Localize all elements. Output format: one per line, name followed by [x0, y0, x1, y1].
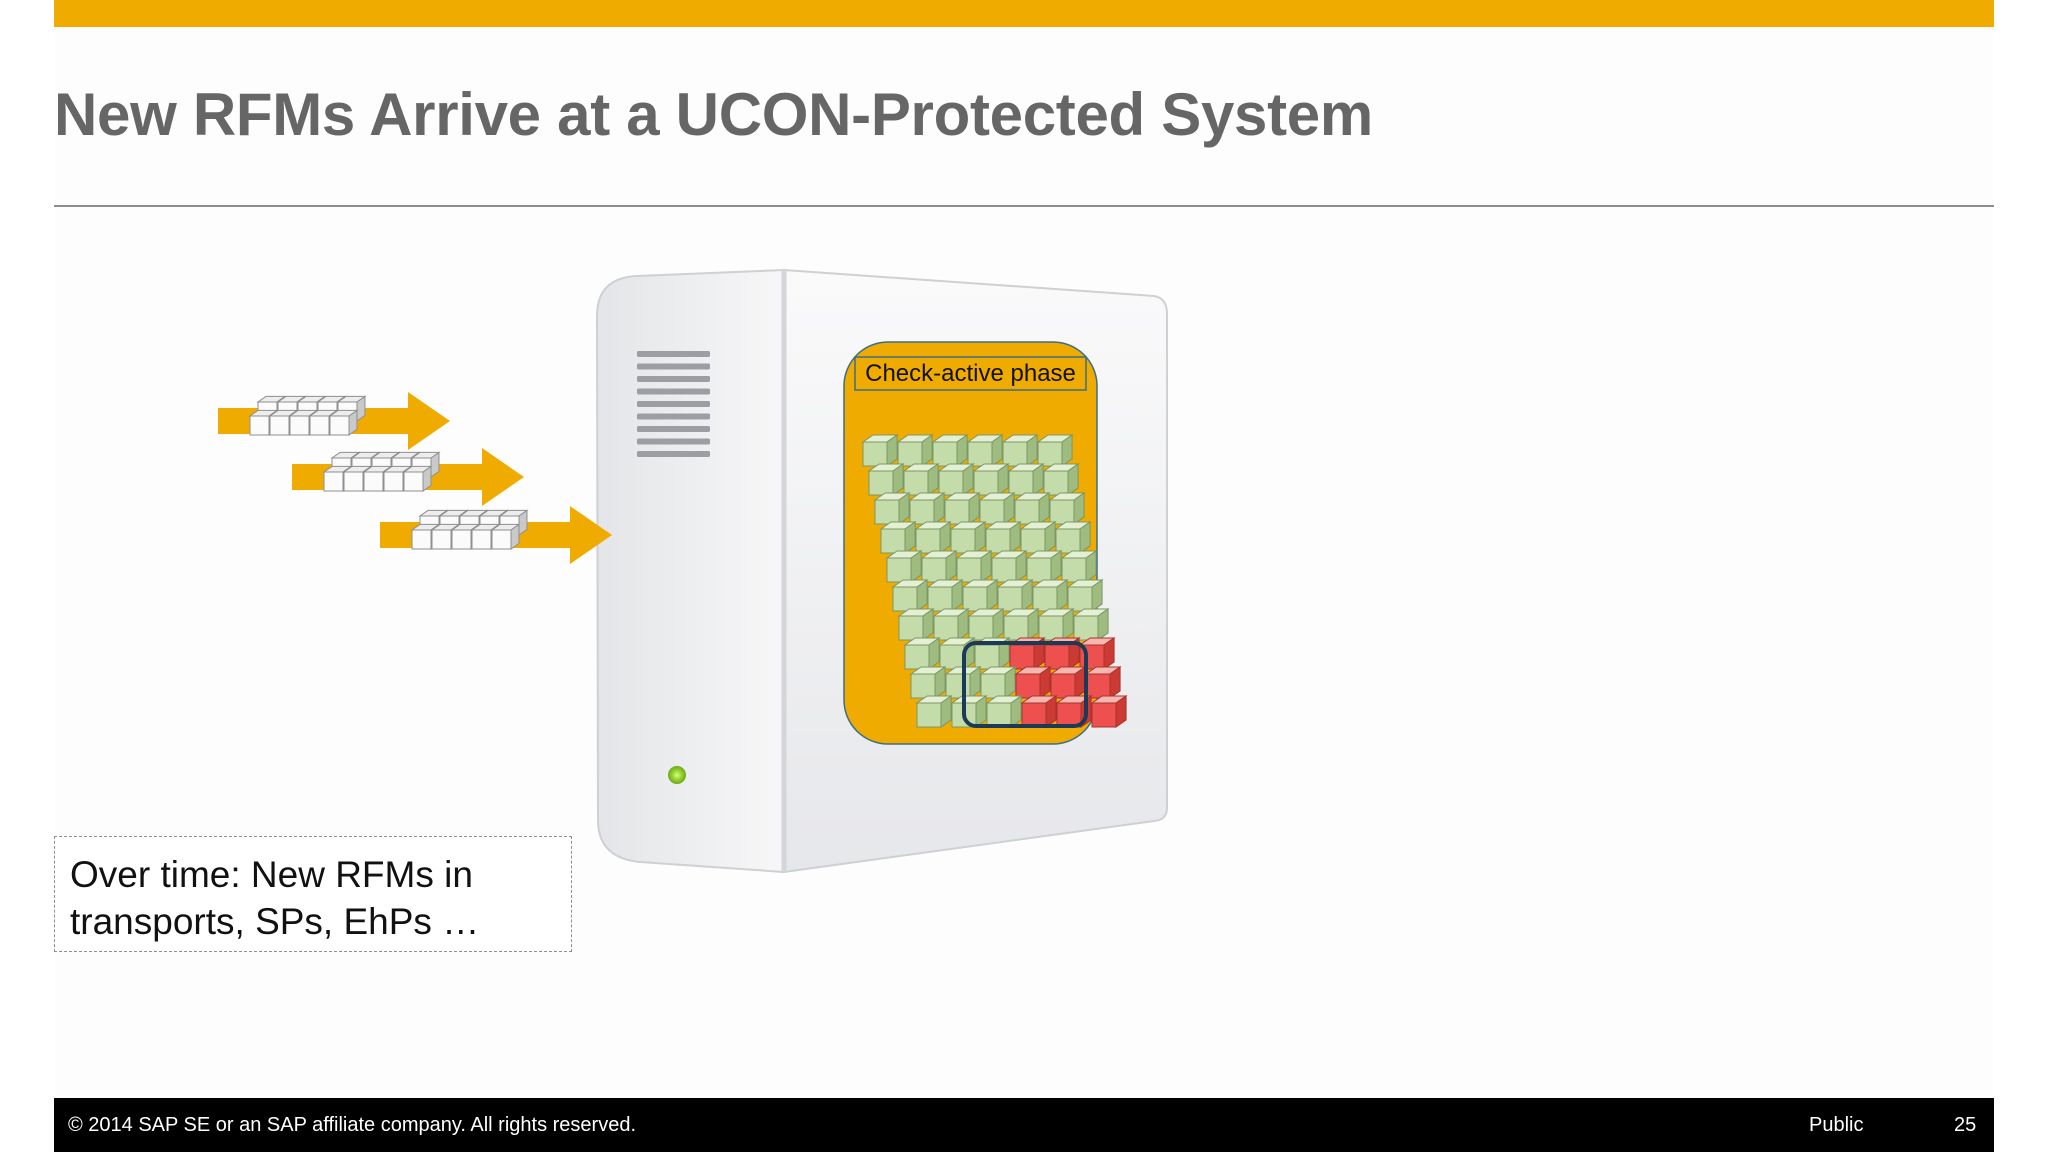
rfm-cube	[943, 491, 981, 525]
vent-slot	[637, 351, 710, 357]
page-number: 25	[1954, 1114, 1977, 1136]
vent-slot	[637, 451, 710, 457]
vent-slot	[637, 376, 710, 382]
vent-slot	[637, 426, 710, 432]
rfm-cube	[1001, 433, 1039, 467]
vent-grille	[637, 351, 710, 457]
footer: © 2014 SAP SE or an SAP affiliate compan…	[54, 1098, 1994, 1152]
rfm-cube	[1072, 607, 1110, 641]
rfm-cube-incoming	[328, 409, 359, 436]
rfm-cube	[967, 607, 1005, 641]
rfm-cube	[1007, 462, 1045, 496]
vent-slot	[637, 401, 710, 407]
rfm-cube	[926, 578, 964, 612]
rfm-cube-new	[1008, 636, 1046, 670]
vent-slot	[637, 388, 710, 395]
rfm-cube	[985, 694, 1023, 728]
callout-line-2: transports, SPs, EhPs …	[70, 901, 480, 942]
rfm-cube	[908, 491, 946, 525]
rfm-cube	[873, 491, 911, 525]
rfm-cube	[915, 694, 953, 728]
rfm-cube	[1054, 520, 1092, 554]
rfm-cube-new	[1049, 665, 1087, 699]
callout-box: Over time: New RFMs in transports, SPs, …	[54, 836, 572, 952]
rfm-cube	[937, 462, 975, 496]
slide: New RFMs Arrive at a UCON-Protected Syst…	[54, 0, 1994, 1152]
rfm-cube	[1037, 607, 1075, 641]
rfm-cube-new	[1084, 665, 1122, 699]
vent-slot	[637, 363, 710, 370]
rfm-cube	[949, 520, 987, 554]
rfm-cube	[891, 578, 929, 612]
rfm-cube	[902, 462, 940, 496]
rfm-cube	[932, 607, 970, 641]
incoming-rfm-group	[218, 392, 450, 450]
rfm-cube	[1002, 607, 1040, 641]
rfm-cube	[885, 549, 923, 583]
copyright-text: © 2014 SAP SE or an SAP affiliate compan…	[68, 1114, 637, 1136]
power-led-icon	[668, 766, 686, 784]
rfm-cube-new	[1090, 694, 1128, 728]
rfm-cube	[879, 520, 917, 554]
rfm-cube	[903, 636, 941, 670]
rfm-cube	[1066, 578, 1104, 612]
rfm-cube-new	[1014, 665, 1052, 699]
rfm-cube	[1036, 433, 1074, 467]
incoming-rfm-group	[380, 506, 612, 564]
new-rfms-highlight	[962, 641, 1088, 728]
classification-label: Public	[1809, 1114, 1864, 1136]
rfm-cube	[961, 578, 999, 612]
rfm-cube	[979, 665, 1017, 699]
rfm-cube	[990, 549, 1028, 583]
rfm-cube	[1048, 491, 1086, 525]
rfm-cube-incoming	[402, 465, 433, 492]
rfm-cube	[1025, 549, 1063, 583]
rfm-cube	[955, 549, 993, 583]
rfm-cube	[920, 549, 958, 583]
slide-title: New RFMs Arrive at a UCON-Protected Syst…	[54, 81, 1373, 148]
rfm-cube	[996, 578, 1034, 612]
phase-label-box	[854, 356, 1087, 391]
rfm-cube	[938, 636, 976, 670]
rfm-cube	[914, 520, 952, 554]
callout-line-1: Over time: New RFMs in	[70, 854, 473, 895]
rfm-cube	[950, 694, 988, 728]
rfm-cube	[1042, 462, 1080, 496]
rfm-cube	[896, 433, 934, 467]
rfm-cube	[867, 462, 905, 496]
rfm-cube	[1031, 578, 1069, 612]
rfm-cube	[1060, 549, 1098, 583]
rfm-cube	[1019, 520, 1057, 554]
server-diagram: Check-active phase	[218, 268, 1168, 874]
rfm-grid	[861, 433, 1128, 728]
rfm-cube	[931, 433, 969, 467]
rfm-cube-incoming	[490, 523, 521, 550]
rfm-cube	[972, 462, 1010, 496]
incoming-rfm-group	[292, 448, 524, 506]
rfm-cube	[897, 607, 935, 641]
title-divider	[54, 205, 1994, 207]
vent-slot	[637, 413, 710, 420]
phase-label: Check-active phase	[865, 360, 1076, 387]
top-accent-bar	[54, 0, 1994, 27]
incoming-rfm-arrows	[218, 392, 612, 564]
rfm-cube-new	[1020, 694, 1058, 728]
rfm-cube	[861, 433, 899, 467]
rfm-cube	[1013, 491, 1051, 525]
vent-slot	[637, 438, 710, 445]
rfm-cube	[909, 665, 947, 699]
rfm-cube	[978, 491, 1016, 525]
rfm-cube	[966, 433, 1004, 467]
rfm-cube	[984, 520, 1022, 554]
